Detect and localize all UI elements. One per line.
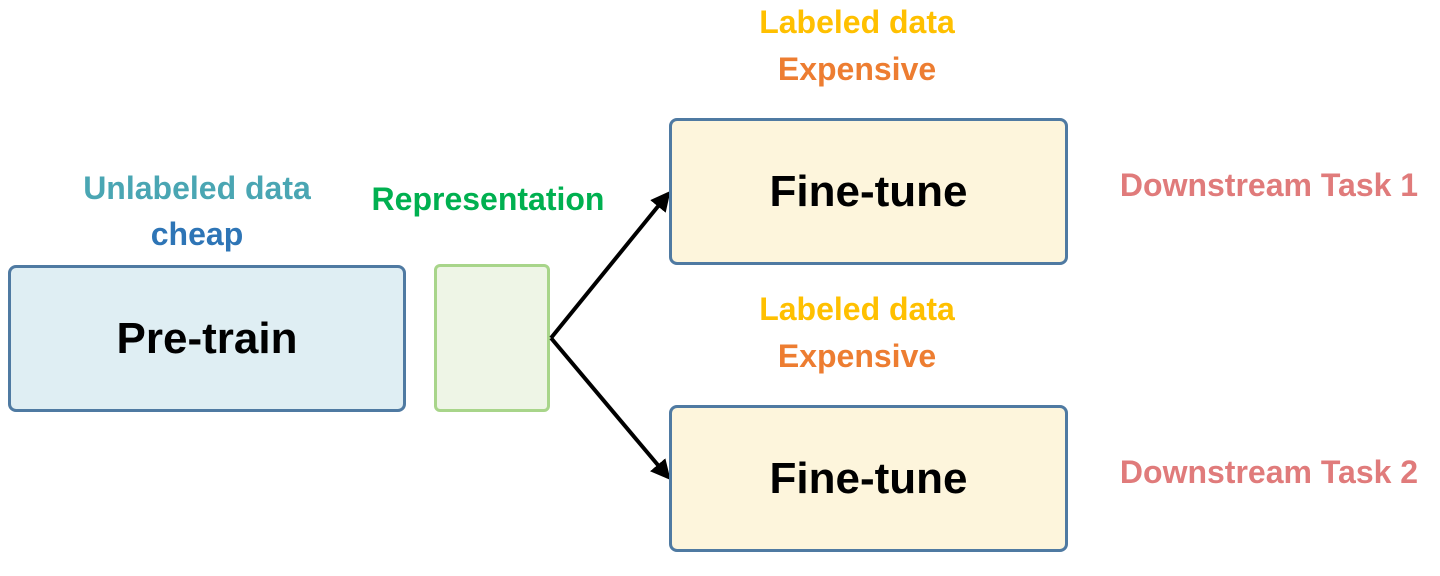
unlabeled-data-label: Unlabeled data xyxy=(83,170,311,206)
finetune-box-label-1: Fine-tune xyxy=(769,166,968,216)
downstream-task-label-2: Downstream Task 2 xyxy=(1119,454,1419,490)
pretrain-box-label: Pre-train xyxy=(116,313,298,363)
arrow-to-finetune-2 xyxy=(549,336,671,481)
cheap-label: cheap xyxy=(150,216,244,252)
expensive-label-2: Expensive xyxy=(777,338,937,374)
finetune-box-label-2: Fine-tune xyxy=(769,453,968,503)
labeled-data-label-2: Labeled data xyxy=(759,291,955,327)
representation-label: Representation xyxy=(371,181,605,217)
finetune-box-2: Fine-tune xyxy=(669,405,1068,552)
pretrain-box: Pre-train xyxy=(8,265,406,412)
expensive-label-1: Expensive xyxy=(777,51,937,87)
labeled-data-label-1: Labeled data xyxy=(759,4,955,40)
finetune-box-1: Fine-tune xyxy=(669,118,1068,265)
downstream-task-label-1: Downstream Task 1 xyxy=(1119,167,1419,203)
representation-box xyxy=(434,264,550,412)
